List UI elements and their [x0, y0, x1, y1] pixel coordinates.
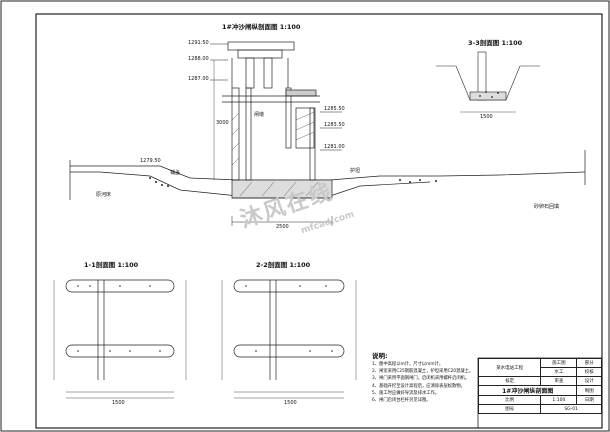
dimension-label: 1500: [284, 400, 297, 406]
elevation-label: 1285.50: [324, 106, 345, 112]
elevation-label: 1283.50: [324, 122, 345, 128]
inner-border: [35, 13, 603, 429]
protect-label: 砂卵石回填: [534, 204, 560, 210]
note-item: 2、闸室采用C25钢筋混凝土，护坦采用C20混凝土。: [372, 369, 474, 375]
main-section: [69, 41, 586, 226]
section-3-3-title: 3-3剖面图 1:100: [468, 39, 523, 47]
note-item: 5、施工时应做好导流及排水工作。: [372, 390, 440, 396]
gate-label: 闸墩: [254, 112, 265, 118]
tb-checked: 校核: [576, 367, 602, 377]
riverbed-label: 原河床: [96, 192, 112, 198]
note-item: 6、闸门启闭台栏杆另见详图。: [372, 398, 431, 404]
note-item: 1、图中高程以m计，尺寸以mm计。: [372, 362, 444, 367]
section-2-2: [221, 279, 357, 399]
tb-drawing-no-label: 图号: [477, 404, 542, 414]
tb-discipline: 水工: [540, 367, 578, 377]
dimension-label: 2500: [276, 224, 289, 230]
tb-part: 部分: [576, 358, 602, 368]
section-1-1-title: 1-1剖面图 1:100: [84, 261, 139, 269]
upstream-label: 铺盖: [170, 170, 181, 176]
section-2-2-title: 2-2剖面图 1:100: [256, 261, 311, 269]
elevation-label: 1287.00: [188, 76, 209, 82]
elevation-label: 1279.50: [140, 158, 161, 164]
dimension-label: 1500: [112, 400, 125, 406]
dimension-label: 3000: [216, 120, 229, 126]
elevation-label: 1291.50: [188, 40, 209, 46]
section-1-1: [53, 279, 187, 399]
section-3-3: [436, 51, 540, 113]
note-item: 3、闸门采用平面钢闸门，启闭机采用螺杆启闭机。: [372, 376, 470, 382]
tb-drawing-no: SG-01: [540, 404, 602, 414]
elevation-label: 1281.00: [324, 144, 345, 150]
tb-project: 某水电站工程: [477, 358, 542, 377]
main-section-title: 1#冲沙闸纵剖面图 1:100: [222, 23, 301, 31]
tb-reviewed: 审查: [540, 376, 578, 386]
tb-designed: 设计: [576, 376, 602, 386]
notes-heading: 说明:: [372, 352, 388, 360]
notes-block: 说明: 1、图中高程以m计，尺寸以mm计。 2、闸室采用C25钢筋混凝土，护坦采…: [372, 352, 478, 404]
title-block: 某水电站工程 施工图 部分 水工 校核 核定 审查 设计 1#冲沙闸纵剖面图 制…: [477, 358, 602, 414]
note-item: 4、基础开挖至设计高程后，应清除表层松散物。: [372, 383, 465, 389]
elevation-label: 1288.00: [188, 56, 209, 62]
tb-approved: 核定: [477, 376, 542, 386]
tb-drawing-name: 1#冲沙闸纵剖面图: [477, 385, 578, 396]
dimension-label: 1500: [480, 114, 493, 120]
tb-stage: 施工图: [540, 358, 578, 368]
tb-date-label: 日期: [576, 395, 602, 405]
tb-scale: 1:100: [540, 395, 578, 405]
tb-scale-label: 比例: [477, 395, 542, 405]
downstream-label: 护坦: [350, 168, 361, 174]
tb-drawn: 制图: [576, 385, 602, 396]
